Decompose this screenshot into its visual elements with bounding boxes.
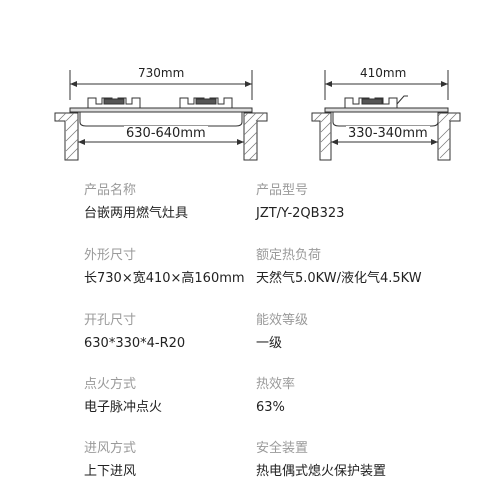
spec-dimensions: 外形尺寸 长730×宽410×高160mm: [84, 248, 284, 287]
spec-value: 630*330*4-R20: [84, 336, 186, 351]
side-cutout-label: 330-340mm: [346, 126, 430, 141]
spec-label: 产品型号: [256, 183, 309, 198]
spec-value: 电子脉冲点火: [84, 400, 163, 415]
side-burner: [344, 95, 408, 108]
spec-label: 热效率: [256, 377, 296, 392]
spec-value: JZT/Y-2QB323: [256, 206, 345, 221]
front-width-label: 730mm: [138, 66, 185, 80]
spec-value: 63%: [256, 400, 285, 415]
spec-cutout-size: 开孔尺寸 630*330*4-R20: [84, 313, 284, 352]
spec-label: 能效等级: [256, 313, 309, 328]
spec-safety-device: 安全装置 热电偶式熄火保护装置: [256, 441, 456, 480]
spec-energy-grade: 能效等级 一级: [256, 313, 456, 352]
side-depth-label: 410mm: [360, 66, 407, 80]
spec-label: 开孔尺寸: [84, 313, 137, 328]
spec-label: 外形尺寸: [84, 248, 137, 263]
spec-label: 额定热负荷: [256, 248, 322, 263]
spec-label: 点火方式: [84, 377, 137, 392]
spec-model: 产品型号 JZT/Y-2QB323: [256, 183, 456, 222]
spec-heat-load: 额定热负荷 天然气5.0KW/液化气4.5KW: [256, 248, 456, 287]
spec-label: 产品名称: [84, 183, 137, 198]
front-countertop-right: [243, 112, 268, 161]
spec-value: 上下进风: [84, 464, 137, 479]
installation-diagram: [54, 70, 461, 161]
front-cutout-label: 630-640mm: [124, 126, 208, 141]
spec-value: 台嵌两用燃气灶具: [84, 206, 189, 221]
spec-value: 一级: [256, 336, 283, 351]
spec-label: 进风方式: [84, 441, 137, 456]
spec-value: 天然气5.0KW/液化气4.5KW: [256, 271, 422, 286]
spec-product-name: 产品名称 台嵌两用燃气灶具: [84, 183, 284, 222]
front-glass-panel: [69, 107, 253, 113]
side-glass-panel: [324, 107, 449, 113]
side-countertop-left: [311, 112, 332, 161]
spec-air-intake: 进风方式 上下进风: [84, 441, 284, 480]
spec-value: 热电偶式熄火保护装置: [256, 464, 387, 479]
side-cooker-body: [332, 112, 439, 127]
front-burner-right: [179, 97, 233, 108]
spec-thermal-efficiency: 热效率 63%: [256, 377, 456, 416]
front-cooker-body: [79, 112, 243, 127]
spec-value: 长730×宽410×高160mm: [84, 271, 245, 286]
spec-ignition: 点火方式 电子脉冲点火: [84, 377, 284, 416]
spec-label: 安全装置: [256, 441, 309, 456]
front-burner-left: [87, 97, 141, 108]
front-countertop-left: [54, 112, 79, 161]
